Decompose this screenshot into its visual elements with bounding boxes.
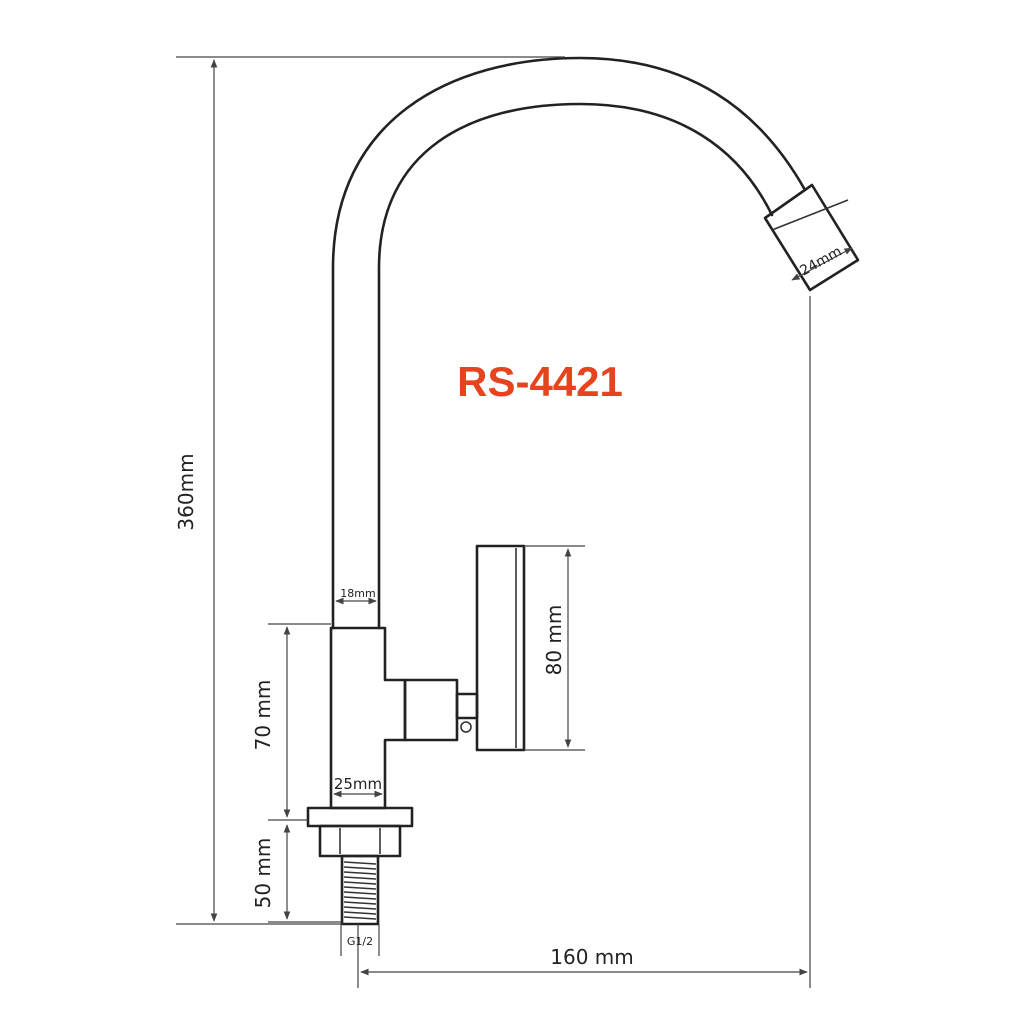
thread-lines (343, 861, 377, 920)
spout-inner-curve (377, 102, 774, 630)
thread-line (343, 916, 377, 920)
handle-connector (403, 678, 459, 742)
aerator-width-line (791, 247, 853, 281)
spout-tube-width-label: 18mm (340, 587, 375, 600)
handle-height-label: 80 mm (542, 605, 566, 676)
thread-line (343, 881, 377, 885)
aerator-inner-line (771, 199, 849, 231)
handle-lever (475, 544, 526, 752)
thread-line (343, 871, 377, 875)
thread-spec-label: G1/2 (347, 935, 373, 948)
set-screw-icon (460, 721, 472, 733)
lock-nut (318, 824, 402, 858)
reach-label: 160 mm (550, 945, 634, 969)
base-flange (306, 806, 414, 828)
total-height-label: 360mm (174, 453, 198, 530)
threaded-shank (340, 854, 380, 926)
body-width-label: 25mm (334, 775, 382, 793)
spout-outer-curve (331, 56, 807, 630)
thread-line (343, 896, 377, 900)
thread-line (343, 901, 377, 905)
dimension-labels: 360mm 24mm 18mm 80 mm 70 mm 25mm 50 mm G… (174, 244, 845, 969)
handle-stem (455, 692, 479, 720)
model-code-title: RS-4421 (457, 358, 623, 405)
thread-line (343, 861, 377, 865)
thread-length-label: 50 mm (251, 838, 275, 909)
body-height-label: 70 mm (251, 680, 275, 751)
thread-line (343, 911, 377, 915)
faucet-outline (306, 56, 860, 926)
thread-line (343, 906, 377, 910)
thread-line (343, 886, 377, 890)
thread-line (343, 876, 377, 880)
dimension-lines (176, 56, 853, 988)
thread-line (343, 866, 377, 870)
thread-line (343, 891, 377, 895)
